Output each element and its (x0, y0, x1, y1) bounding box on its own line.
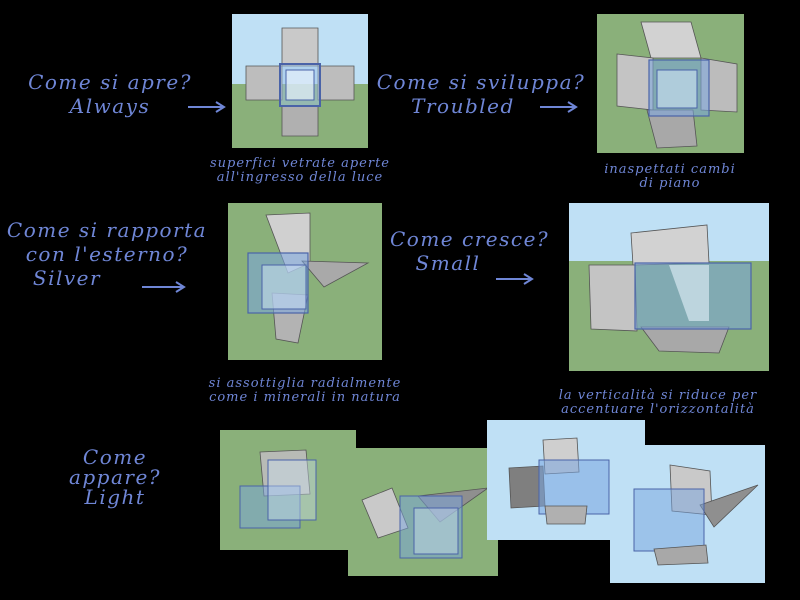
question-text: Come (82, 445, 148, 469)
question-text: Come cresce? (390, 227, 550, 251)
render-panel-development (597, 14, 744, 153)
caption-line: come i minerali in natura (209, 390, 401, 405)
caption-line: all'ingresso della luce (216, 170, 384, 185)
caption-line: inaspettati cambi (604, 162, 736, 177)
question-text: Come si apre? (28, 70, 192, 94)
render-panel-exterior (228, 203, 382, 360)
caption-growth: la verticalità si riduce per accentuare … (540, 389, 776, 417)
caption-line: di piano (639, 176, 701, 191)
caption-line: accentuare l'orizzontalità (561, 402, 755, 417)
render-panel-appearance-2 (348, 448, 498, 576)
render-panel-appearance-4 (610, 445, 765, 583)
arrow-right-icon (188, 101, 226, 113)
caption-line: si assottiglia radialmente (208, 376, 402, 391)
caption-opening: superfici vetrate aperte all'ingresso de… (190, 157, 410, 185)
answer-text: Small (415, 251, 481, 275)
question-come-si-sviluppa: Come si sviluppa? Troubled (376, 70, 586, 118)
answer-text: Light (84, 485, 146, 509)
answer-text: Silver (32, 266, 102, 290)
question-text: Come si rapporta (6, 218, 208, 242)
arrow-right-icon (142, 281, 186, 293)
question-come-appare: Come appare? Light (60, 447, 170, 507)
question-text: appare? (68, 465, 162, 489)
question-text: con l'esterno? (25, 242, 189, 266)
render-panel-opening (232, 14, 368, 148)
question-come-si-rapporta: Come si rapporta con l'esterno? Silver (4, 218, 210, 290)
caption-development: inaspettati cambi di piano (580, 163, 760, 191)
answer-text: Always (69, 94, 151, 118)
question-text: Come si sviluppa? (376, 70, 586, 94)
question-come-si-apre: Come si apre? Always (20, 70, 200, 118)
render-panel-growth (569, 203, 769, 371)
caption-line: superfici vetrate aperte (210, 156, 390, 171)
question-come-cresce: Come cresce? Small (390, 227, 550, 275)
answer-text: Troubled (411, 94, 515, 118)
caption-line: la verticalità si riduce per (558, 388, 758, 403)
arrow-right-icon (496, 273, 534, 285)
render-panel-appearance-1 (220, 430, 356, 550)
arrow-right-icon (540, 101, 578, 113)
caption-exterior: si assottiglia radialmente come i minera… (180, 377, 430, 405)
